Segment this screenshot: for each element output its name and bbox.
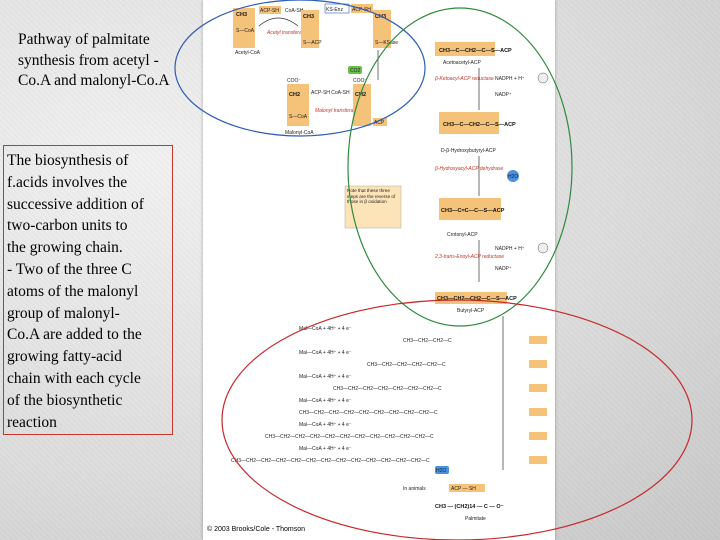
description-text: The biosynthesis of f.acids involves the… (7, 150, 175, 433)
nadp2-label: NADP⁺ (495, 266, 512, 272)
hydroxybutyryl-chain: CH3—C—CH2—C—S—ACP (443, 122, 516, 128)
acetyl-ks-s: S—KSase (375, 40, 398, 46)
electron-circle (537, 72, 549, 84)
acetyl-ch3: CH3 (236, 12, 247, 18)
malonyl-acp-highlight (353, 84, 371, 126)
final-water-text: H2O (436, 468, 446, 474)
desc-line: of the biosynthetic (7, 391, 123, 409)
enoyl-reductase-label: 2,3-trans-Enoyl-ACP reductase (434, 254, 504, 260)
desc-line: atoms of the malonyl (7, 282, 139, 300)
desc-line: the growing chain. (7, 239, 123, 257)
desc-line: two-carbon units to (7, 217, 128, 235)
malonyl-transferase-label: Malonyl transferase (315, 108, 359, 114)
acp-coa-sh: ACP-SH CoA-SH (311, 90, 350, 96)
ks-ch3: CH3 (375, 14, 386, 20)
acetoacetyl-chain: CH3—C—CH2—C—S—ACP (439, 48, 512, 54)
acetoacetyl-label: Acetoacetyl-ACP (443, 60, 481, 66)
elongation-mal: Mal—CoA + 4H⁺ + 4 e⁻ (299, 326, 352, 332)
note-text: Note that these three steps are the reve… (347, 188, 396, 205)
elongation-chain: CH3—CH2—CH2—CH2—CH2—CH2—CH2—C (333, 386, 442, 392)
elongation-mal: Mal—CoA + 4H⁺ + 4 e⁻ (299, 398, 352, 404)
slide-title: Pathway of palmitate synthesis from acet… (18, 31, 170, 89)
malonyl-coo: COO⁻ (287, 78, 301, 84)
malonyl-s-coa: S—CoA (289, 114, 308, 120)
malonyl-coa-label: Malonyl-CoA (285, 130, 314, 136)
note-text-wrap: Note that these three steps are the reve… (347, 188, 396, 205)
desc-line: Co.A are added to the (7, 326, 142, 344)
elongation-chain: CH3—CH2—CH2—CH2—CH2—CH2—CH2—CH2—CH2—CH2—… (231, 458, 430, 464)
elongation-mal: Mal—CoA + 4H⁺ + 4 e⁻ (299, 374, 352, 380)
acp-ch3: CH3 (303, 14, 314, 20)
pathway-diagram: CH3 S—CoA Acetyl-CoA ACP-SH CoA-SH Acety… (231, 3, 549, 522)
acp-sh-final-text: ACP — SH (451, 486, 476, 492)
desc-line: successive addition of (7, 195, 144, 213)
elongation-row-5: Mal—CoA + 4H⁺ + 4 e⁻ CH3—CH2—CH2—CH2—CH2… (265, 422, 547, 440)
acp-tag (529, 456, 547, 464)
elongation-mal: Mal—CoA + 4H⁺ + 4 e⁻ (299, 446, 352, 452)
elongation-chain: CH3—CH2—CH2—C (403, 338, 452, 344)
desc-line: chain with each cycle (7, 369, 141, 387)
acetyl-acp-s: S—ACP (303, 40, 322, 46)
elongation-row-4: Mal—CoA + 4H⁺ + 4 e⁻ CH3—CH2—CH2—CH2—CH2… (299, 398, 547, 416)
co2-text: CO2 (350, 68, 361, 74)
desc-line: - Two of the three C (7, 260, 132, 278)
malonyl-ch2: CH2 (289, 92, 300, 98)
nadph2-label: NADPH + H⁺ (495, 246, 525, 252)
crotonyl-chain: CH3—C=C—C—S—ACP (441, 208, 505, 214)
elongation-chain: CH3—CH2—CH2—CH2—CH2—CH2—CH2—CH2—CH2—CH2—… (265, 434, 434, 440)
description-frame (3, 145, 173, 435)
malonyl-acp-text: ACP (374, 120, 385, 126)
elongation-row-1: Mal—CoA + 4H⁺ + 4 e⁻ CH3—CH2—CH2—C (299, 326, 547, 344)
nadp-label: NADP⁺ (495, 92, 512, 98)
in-animals-label: In animals (403, 486, 426, 492)
copyright-text: © 2003 Brooks/Cole - Thomson (207, 526, 306, 533)
elongation-row-6: Mal—CoA + 4H⁺ + 4 e⁻ CH3—CH2—CH2—CH2—CH2… (231, 446, 547, 464)
acp-sh-text: ACP-SH (260, 8, 279, 14)
electron-circle-2 (537, 242, 549, 254)
acetyl-transfer-arrow (258, 17, 299, 27)
acetyl-s-coa: S—CoA (236, 28, 255, 34)
desc-line: f.acids involves the (7, 173, 128, 191)
acp-tag (529, 336, 547, 344)
water-text: H2O (508, 174, 518, 180)
elongation-mal: Mal—CoA + 4H⁺ + 4 e⁻ (299, 422, 352, 428)
dehydrase-label: β-Hydroxyacyl-ACP dehydrase (434, 166, 503, 172)
elongation-chain: CH3—CH2—CH2—CH2—CH2—CH2—CH2—CH2—CH2—C (299, 410, 438, 416)
coa-sh-text: CoA-SH (285, 8, 304, 14)
acetyl-coa-label: Acetyl-CoA (235, 50, 261, 56)
desc-line: reaction (7, 413, 57, 431)
hydroxybutyryl-label: D-β-Hydroxybutyryl-ACP (441, 148, 496, 154)
butyryl-label: Butyryl-ACP (457, 308, 485, 314)
pathway-figure: CH3 S—CoA Acetyl-CoA ACP-SH CoA-SH Acety… (203, 0, 555, 540)
elongation-mal: Mal—CoA + 4H⁺ + 4 e⁻ (299, 350, 352, 356)
palmitate-formula: CH3 — (CH2)14 — C — O⁻ (435, 504, 504, 510)
acp-tag (529, 360, 547, 368)
malonyl-acp-coo: COO⁻ (353, 78, 367, 84)
elongation-row-2: Mal—CoA + 4H⁺ + 4 e⁻ CH3—CH2—CH2—CH2—CH2… (299, 350, 547, 368)
elongation-row-3: Mal—CoA + 4H⁺ + 4 e⁻ CH3—CH2—CH2—CH2—CH2… (299, 374, 547, 392)
butyryl-chain: CH3—CH2—CH2—C—S—ACP (437, 296, 517, 302)
acp-tag (529, 384, 547, 392)
acp-tag (529, 408, 547, 416)
desc-line: growing fatty-acid (7, 348, 122, 366)
crotonyl-label: Crotonyl-ACP (447, 232, 478, 238)
ketoacyl-reductase-label: β-Ketoacyl-ACP reductase (434, 76, 494, 82)
ks-enzyme-text: KS-Enz (326, 7, 343, 13)
acp-tag (529, 432, 547, 440)
elongation-chain: CH3—CH2—CH2—CH2—CH2—C (367, 362, 446, 368)
desc-line: The biosynthesis of (7, 152, 129, 169)
desc-line: group of malonyl- (7, 304, 120, 322)
malonyl-acp-ch2: CH2 (355, 92, 366, 98)
palmitate-label: Palmitate (465, 516, 486, 522)
nadph-label: NADPH + H⁺ (495, 76, 525, 82)
acp-sh2-text: ACP-SH (352, 7, 371, 13)
